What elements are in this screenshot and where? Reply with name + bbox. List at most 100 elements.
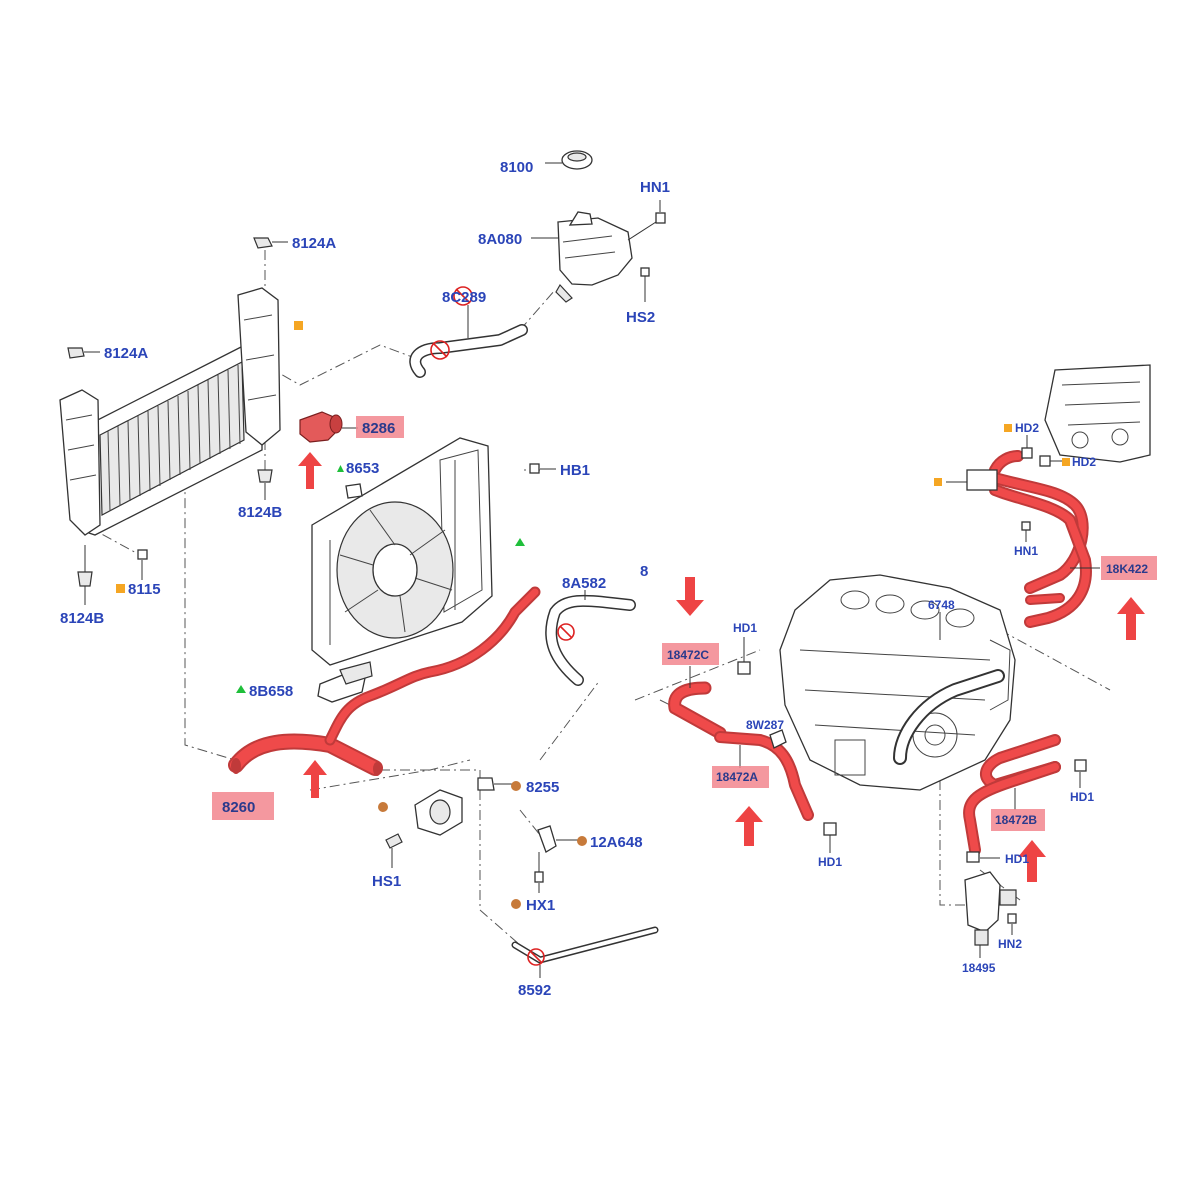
- hose-18k422: [966, 450, 1100, 628]
- hose-8260: [228, 586, 541, 776]
- red-arrow-icon: [303, 760, 327, 798]
- green-triangle-icon: [337, 465, 344, 472]
- highlight-18k422: [1101, 556, 1157, 580]
- label-12a648: 12A648: [590, 834, 643, 851]
- label-8286: 8286: [362, 420, 395, 437]
- label-18472c: 18472C: [667, 648, 709, 662]
- hd2-clamp-b: [1039, 455, 1062, 467]
- label-hd1-mid: HD1: [1005, 852, 1029, 866]
- hose-18472a: [714, 731, 814, 821]
- label-18k422: 18K422: [1106, 562, 1148, 576]
- label-hs1: HS1: [372, 873, 401, 890]
- label-hd1-top: HD1: [733, 621, 757, 635]
- label-8124b-bottom: 8124B: [60, 610, 104, 627]
- label-8124a-left: 8124A: [104, 345, 148, 362]
- red-arrow-icon: [298, 452, 322, 489]
- red-arrow-icon: [676, 577, 704, 616]
- hd1-mid-clamp: [966, 851, 1000, 863]
- hd1-bottom-clamp: [823, 822, 837, 853]
- label-8653: 8653: [346, 460, 379, 477]
- label-18495: 18495: [962, 961, 996, 975]
- part-8255: [477, 777, 515, 791]
- highlight-18472c: [662, 643, 719, 665]
- part-8b658: [317, 661, 373, 703]
- label-8115: 8115: [128, 581, 161, 598]
- label-8124b-mid: 8124B: [238, 504, 282, 521]
- circle-slash-icon: [453, 286, 473, 306]
- hose-8a582: [545, 590, 636, 686]
- part-8w287: [769, 729, 787, 749]
- red-arrow-icon: [735, 806, 763, 846]
- label-8a080: 8A080: [478, 231, 522, 248]
- label-8124a-top: 8124A: [292, 235, 336, 252]
- label-hb1: HB1: [560, 462, 590, 479]
- label-hd1-right: HD1: [1070, 790, 1094, 804]
- red-arrow-icon: [1117, 597, 1145, 640]
- part-8286-housing: [299, 411, 358, 443]
- brown-dot-icon: [511, 899, 521, 909]
- hb1-fastener: [529, 463, 556, 474]
- hn2-fastener: [1007, 913, 1017, 935]
- hs2-fastener: [640, 267, 650, 302]
- orange-square-icon: [1004, 424, 1012, 432]
- green-triangle-icon: [236, 685, 246, 693]
- label-8a582: 8A582: [562, 575, 606, 592]
- brown-dot-icon: [378, 802, 388, 812]
- label-hd2-a: HD2: [1015, 421, 1039, 435]
- label-8260: 8260: [222, 799, 255, 816]
- part-labels: 8100 HN1 8A080 8C289 HS2 8124A 8124A 828…: [60, 159, 1148, 999]
- label-8592: 8592: [518, 982, 551, 999]
- label-hn1-right: HN1: [1014, 544, 1038, 558]
- label-hs2: HS2: [626, 309, 655, 326]
- intake-manifold: [1044, 364, 1151, 463]
- label-8100: 8100: [500, 159, 533, 176]
- hd1-right-clamp: [1074, 759, 1087, 788]
- hs1-fastener: [385, 833, 403, 868]
- valve-18495: [964, 871, 1017, 958]
- hn1-top-fastener: [627, 200, 666, 241]
- engine-block: [779, 574, 1016, 791]
- radiator: [59, 287, 281, 536]
- fastener-8115: [137, 549, 148, 580]
- brown-dot-icon: [511, 781, 521, 791]
- label-6748: 6748: [928, 598, 955, 612]
- highlight-8286: [356, 416, 404, 438]
- clip-8124b-mid: [257, 469, 273, 500]
- label-8b658: 8B658: [249, 683, 293, 700]
- part-6748: [893, 612, 1005, 765]
- label-18472a: 18472A: [716, 770, 758, 784]
- hose-8592: [511, 926, 659, 978]
- orange-square-icon: [294, 321, 303, 330]
- green-triangle-icon: [515, 538, 525, 546]
- orange-square-icon: [116, 584, 125, 593]
- clip-8124a-top: [253, 237, 288, 249]
- label-8c289: 8C289: [442, 289, 486, 306]
- label-18472b: 18472B: [995, 813, 1037, 827]
- orange-square-icon: [934, 478, 942, 486]
- hose-8c289: [409, 305, 528, 378]
- hx1-fastener: [534, 852, 544, 893]
- brown-dot-icon: [577, 836, 587, 846]
- circle-slash-icon: [430, 340, 450, 360]
- fan-shroud: [311, 437, 493, 666]
- hose-18472b: [963, 734, 1061, 856]
- label-hd1-bottom: HD1: [818, 855, 842, 869]
- highlight-18472a: [712, 766, 769, 788]
- label-8-cut: 8: [640, 563, 648, 580]
- label-8255: 8255: [526, 779, 559, 796]
- part-12a648: [537, 825, 578, 853]
- highlight-8260: [212, 792, 274, 820]
- label-hn1-top: HN1: [640, 179, 670, 196]
- clip-8124b-bottom: [77, 545, 93, 605]
- highlight-18472b: [991, 809, 1045, 831]
- label-hx1: HX1: [526, 897, 555, 914]
- clip-8124a-left: [67, 347, 100, 359]
- part-8653: [345, 483, 363, 499]
- label-8w287: 8W287: [746, 718, 784, 732]
- hd2-clamp-a: [1021, 435, 1033, 459]
- red-arrow-icon: [1018, 840, 1046, 882]
- orange-square-icon: [1062, 458, 1070, 466]
- hose-18472c: [668, 666, 727, 740]
- circle-slash-icon: [527, 948, 545, 966]
